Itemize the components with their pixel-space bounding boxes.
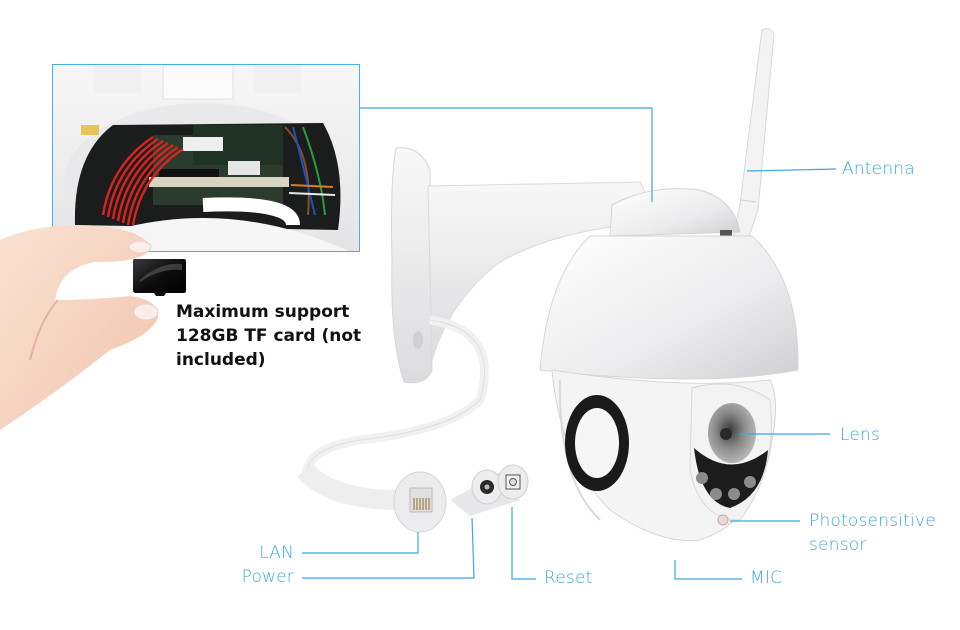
tf-card-caption-line-1: Maximum support (176, 302, 350, 322)
antenna-leader-line (746, 168, 837, 172)
circuit-board-photo (53, 65, 359, 251)
lan-leader-line (302, 532, 419, 554)
mic-label: MIC (750, 568, 783, 588)
hand-illustration (0, 225, 159, 430)
reset-leader-line (511, 507, 536, 580)
tf-card-icon (133, 259, 186, 296)
camera-body (539, 188, 799, 542)
sd-compartment-inset (52, 64, 360, 252)
lens-label: Lens (840, 425, 881, 445)
wall-bracket (391, 147, 661, 384)
photosensitive-sensor-label-line-1: Photosensitive (809, 511, 936, 531)
reset-label: Reset (544, 568, 593, 588)
lan-label: LAN (259, 543, 294, 563)
photosensitive-sensor-label-line-2: sensor (809, 535, 867, 555)
tf-card-caption-line-3: included) (176, 350, 266, 370)
power-leader-line (302, 517, 475, 579)
callout-lines (302, 107, 837, 580)
antenna-label: Antenna (842, 159, 915, 179)
antenna (732, 28, 775, 241)
mic-leader-line (674, 560, 742, 580)
power-label: Power (241, 567, 294, 587)
cable-assembly (297, 315, 529, 533)
tf-card-caption-line-2: 128GB TF card (not (176, 326, 362, 346)
inset-leader-line (360, 107, 653, 202)
tf-card-caption: Maximum support 128GB TF card (not inclu… (176, 300, 376, 372)
